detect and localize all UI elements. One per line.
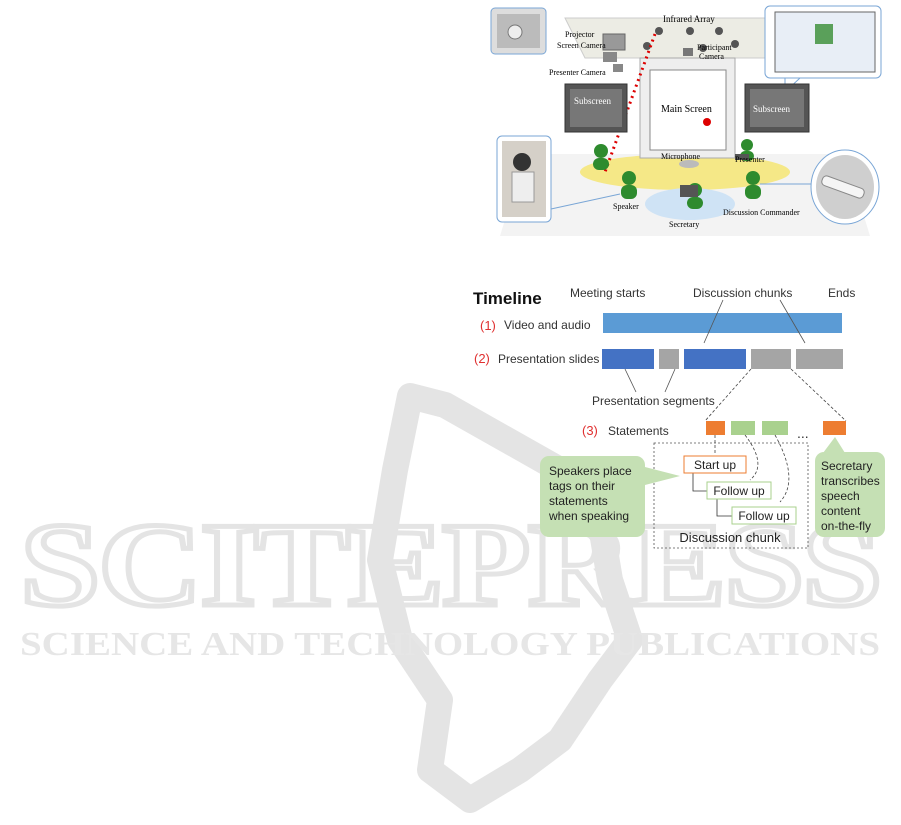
tag-follow-up-2: [731, 506, 797, 525]
label-screen-camera: Screen Camera: [557, 41, 606, 50]
secretary-callout: [815, 452, 885, 537]
speaker-photo-body: [511, 171, 535, 203]
label-secretary: Secretary: [669, 220, 699, 229]
label-presenter: Presenter: [735, 155, 765, 164]
infrared-ray: [603, 33, 657, 173]
label-infrared-array: Infrared Array: [663, 14, 715, 24]
slide-segment-1: [602, 349, 654, 369]
meeting-room-figure: Infrared Array Main Screen Projector Scr…: [490, 5, 882, 236]
discussion-chunk-box: [653, 442, 809, 549]
tag-follow-up-1: [706, 481, 772, 500]
subscreen-right: [744, 83, 810, 133]
header-discussion-chunks: Discussion chunks: [693, 286, 792, 300]
row-2-label: Presentation slides: [498, 352, 599, 366]
statement-box-green-1: [731, 421, 755, 435]
projector-icon: [602, 33, 626, 72]
row-1-label: Video and audio: [504, 318, 591, 332]
video-audio-bar: [603, 313, 842, 333]
statement-box-green-2: [762, 421, 788, 435]
zoom-lines: [704, 368, 847, 422]
subscreen-left: [564, 83, 628, 133]
header-ends: Ends: [828, 286, 855, 300]
main-screen: [649, 69, 727, 151]
discussion-chunk-bar-1: [659, 349, 679, 369]
label-subscreen-right: Subscreen: [753, 104, 790, 114]
label-main-screen: Main Screen: [661, 104, 712, 115]
slide-segment-2: [684, 349, 746, 369]
presenter-laptop: [735, 154, 749, 160]
pointer-lines: [624, 299, 806, 393]
secretary-laptop: [680, 185, 698, 197]
speakers-callout-text: Speakers place tags on their statements …: [548, 464, 635, 523]
discussion-chunk-label: Discussion chunk: [679, 530, 781, 545]
remote-controller-icon: [821, 175, 865, 199]
camera-lens-icon: [507, 24, 523, 40]
speaker-photo-head: [513, 153, 531, 171]
label-subscreen-left: Subscreen: [574, 96, 611, 106]
row-3-number: (3): [582, 423, 598, 438]
secretary-callout-tail: [823, 437, 845, 453]
label-presenter-camera: Presenter Camera: [549, 68, 606, 77]
speakers-callout-tail: [645, 467, 680, 485]
label-projector: Projector: [565, 30, 595, 39]
statement-box-orange-1: [706, 421, 725, 435]
label-speaker: Speaker: [613, 202, 639, 211]
discussion-chunk-bar-2: [751, 349, 791, 369]
row-1-number: (1): [480, 318, 496, 333]
discussion-chunk-bar-3: [796, 349, 843, 369]
microphone-icon: [679, 160, 699, 168]
tag-start-up-label: Start up: [694, 458, 736, 472]
laser-pointer-dot: [703, 118, 711, 126]
row-3-label: Statements: [608, 424, 669, 438]
label-participant-line1: Participant: [697, 43, 732, 52]
row-2-number: (2): [474, 351, 490, 366]
screen-photo-green-block: [815, 24, 833, 44]
tag-follow-up-2-label: Follow up: [738, 509, 790, 523]
watermark-tagline: SCIENCE AND TECHNOLOGY PUBLICATIONS: [20, 626, 880, 663]
secretary-callout-text: Secretary transcribes speech content on-…: [821, 459, 883, 533]
presentation-segments-label: Presentation segments: [592, 394, 715, 408]
label-participant-line2: Camera: [699, 52, 724, 61]
speakers-callout: [540, 456, 645, 537]
timeline-title: Timeline: [473, 289, 542, 308]
header-meeting-starts: Meeting starts: [570, 286, 645, 300]
tag-follow-up-1-label: Follow up: [713, 484, 765, 498]
participant-camera-icon: [683, 48, 693, 56]
label-discussion-commander: Discussion Commander: [723, 208, 800, 217]
timeline-figure: Timeline Meeting starts Discussion chunk…: [473, 286, 885, 549]
statement-arrows: [714, 434, 790, 503]
statement-ellipsis: ...: [797, 425, 809, 441]
speaker-callout-line: [550, 193, 621, 210]
tag-start-up: [683, 455, 747, 474]
label-microphone: Microphone: [661, 152, 701, 161]
infrared-array-lights: [643, 27, 739, 52]
statement-box-orange-2: [823, 421, 846, 435]
